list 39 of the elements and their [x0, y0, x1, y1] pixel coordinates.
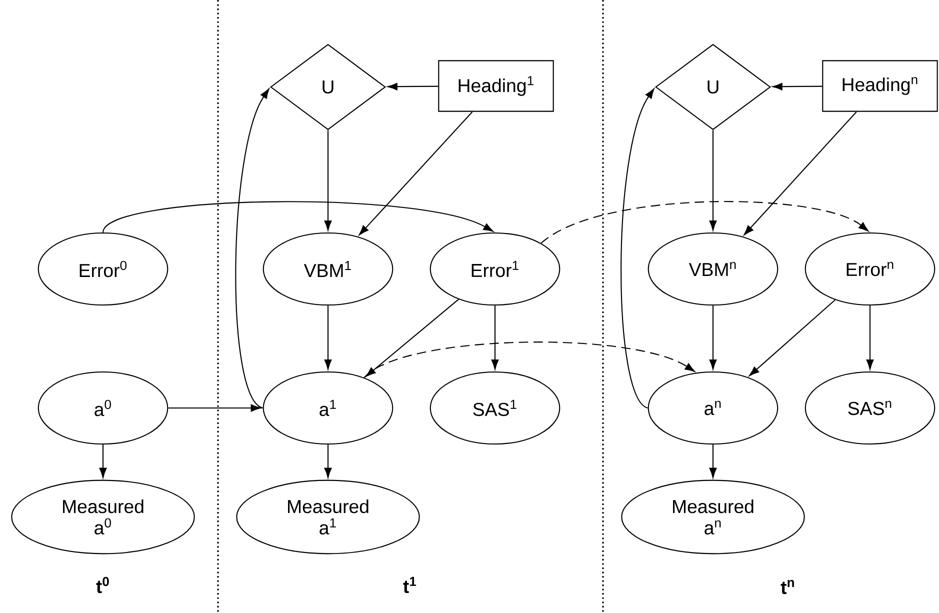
time-label: t$^{n}$ — [780, 580, 794, 594]
arrow — [324, 444, 332, 478]
arrow — [709, 306, 717, 370]
arrow — [235, 88, 270, 408]
arrow — [744, 112, 857, 236]
ellipse-node: VBM$^{1}$ — [262, 232, 394, 306]
ellipse-node: Error$^{0}$ — [38, 232, 168, 306]
arrow — [358, 112, 473, 236]
ellipse-node: Measured a$^{n}$ — [621, 480, 805, 554]
arrow — [620, 88, 654, 408]
arrow — [866, 306, 874, 370]
arrow — [772, 82, 822, 90]
arrow — [324, 130, 332, 231]
ellipse-node: SAS$^{n}$ — [804, 371, 936, 445]
arrow — [366, 298, 459, 377]
ellipse-node: a$^{0}$ — [38, 371, 168, 445]
arrow — [540, 201, 869, 244]
ellipse-node: Error$^{1}$ — [430, 232, 560, 306]
ellipse-node: a$^{1}$ — [262, 371, 394, 445]
arrow — [709, 444, 717, 478]
arrow — [387, 82, 438, 90]
ellipse-node: Measured a$^{0}$ — [11, 480, 195, 554]
arrow — [364, 342, 695, 378]
ellipse-node: Error$^{n}$ — [804, 232, 936, 306]
arrow — [324, 306, 332, 370]
ellipse-node: Measured a$^{1}$ — [236, 480, 420, 554]
arrow — [491, 306, 499, 370]
ellipse-node: VBM$^{n}$ — [648, 232, 778, 306]
arrow — [102, 201, 494, 233]
process-box: Heading$^{1}$ — [438, 60, 554, 112]
ellipse-node: SAS$^{1}$ — [430, 371, 560, 445]
process-box: Heading$^{n}$ — [822, 60, 938, 112]
time-label: t$^{0}$ — [96, 576, 109, 594]
arrow — [168, 404, 261, 412]
arrow — [749, 299, 836, 376]
arrow — [709, 130, 717, 231]
ellipse-node: a$^{n}$ — [648, 371, 778, 445]
time-label: t$^{1}$ — [403, 576, 416, 594]
arrow — [99, 444, 107, 478]
